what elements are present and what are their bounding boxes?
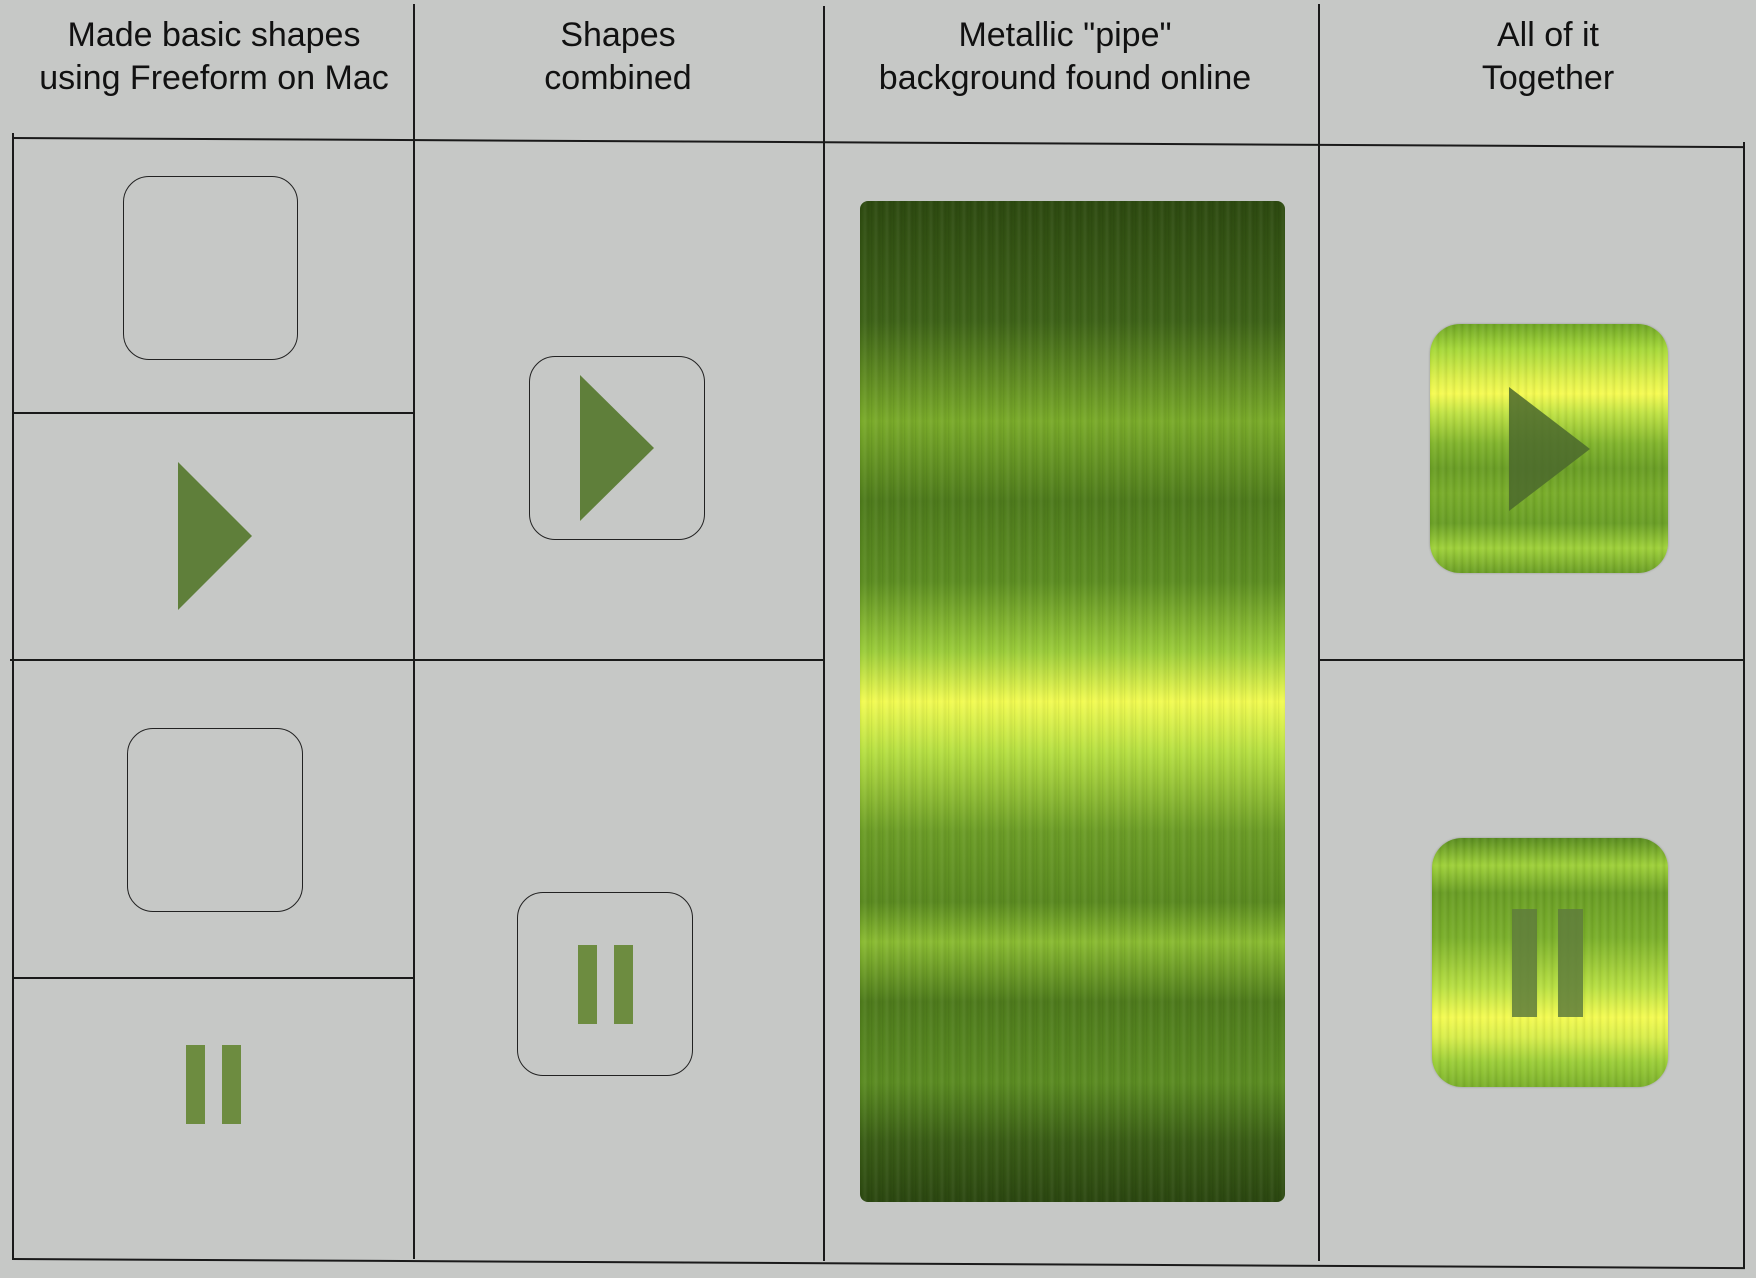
pause-button-outline [517, 892, 693, 1076]
grid-row-divider-middle-right [1318, 659, 1745, 661]
grid-top-border [11, 137, 1745, 149]
header-metallic-background-line1: Metallic "pipe" [958, 16, 1172, 54]
grid-bottom-border [11, 1258, 1745, 1270]
grid-border-left [12, 133, 14, 1260]
metallic-pause-button-icon [1432, 838, 1668, 1087]
grid-divider-2 [823, 6, 825, 1261]
header-shapes-combined: Shapes combined [418, 14, 818, 100]
play-triangle-icon [580, 375, 654, 521]
grid-divider-3 [1318, 4, 1320, 1261]
header-basic-shapes: Made basic shapes using Freeform on Mac [14, 14, 414, 100]
grid-row-divider-col1-lower [12, 977, 415, 979]
header-all-together: All of it Together [1318, 14, 1756, 100]
metallic-pipe-background-image [860, 201, 1285, 1202]
pause-bar-right [222, 1045, 241, 1124]
play-triangle-icon [178, 462, 252, 610]
header-metallic-background-line2: background found online [878, 59, 1252, 97]
header-shapes-combined-line1: Shapes [560, 16, 676, 54]
rounded-square-outline-icon [123, 176, 298, 360]
rounded-square-outline-icon [127, 728, 303, 912]
header-basic-shapes-line1: Made basic shapes [67, 16, 361, 54]
header-shapes-combined-line2: combined [544, 59, 692, 97]
pause-bar-left [1512, 909, 1537, 1017]
grid-border-right [1743, 142, 1745, 1268]
header-basic-shapes-line2: using Freeform on Mac [39, 59, 389, 97]
metallic-play-button-icon [1430, 324, 1668, 573]
header-all-together-line2: Together [1481, 59, 1615, 97]
pause-bar-left [578, 945, 597, 1024]
grid-divider-1 [413, 4, 415, 1259]
grid-row-divider-middle-left [10, 659, 825, 661]
grid-row-divider-col1-upper [12, 412, 415, 414]
pause-bar-right [1558, 909, 1583, 1017]
header-metallic-background: Metallic "pipe" background found online [830, 14, 1300, 100]
play-button-outline [529, 356, 705, 540]
pause-bar-left [186, 1045, 205, 1124]
play-triangle-icon [1509, 387, 1590, 511]
header-all-together-line1: All of it [1496, 16, 1600, 54]
pause-bar-right [614, 945, 633, 1024]
